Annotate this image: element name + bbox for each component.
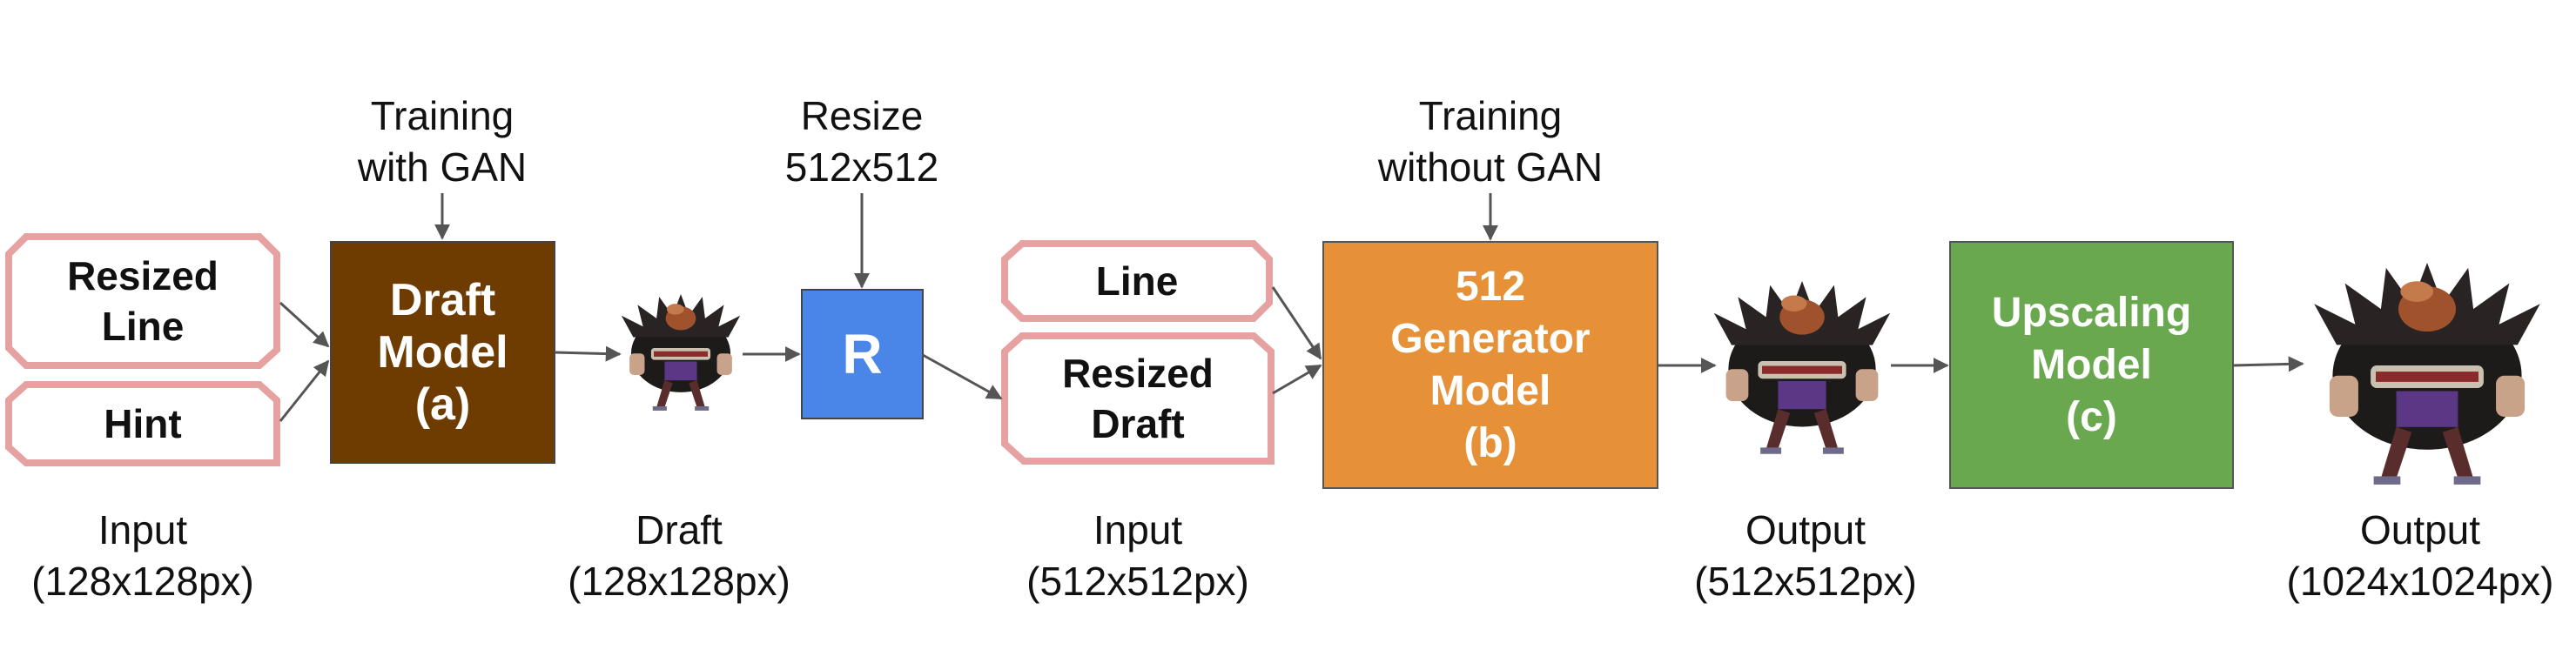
caption-input-small: Input (128x128px) [31, 507, 254, 604]
character-output-1024-thumbnail [2314, 263, 2540, 485]
arrow-draft-to-thumbnail [554, 345, 622, 362]
arrow-resized-line-to-draft [279, 301, 330, 348]
arrow-upscaling-to-output1024 [2232, 356, 2304, 372]
resized-draft-input-shape [1001, 332, 1275, 465]
caption-input-large: Input (512x512px) [1026, 507, 1249, 604]
character-draft-thumbnail [621, 294, 741, 411]
caption-draft: Draft (128x128px) [568, 507, 790, 604]
training-with-gan-annotation: Training with GAN [357, 93, 528, 190]
resize-op-label: R [842, 323, 883, 385]
resized-line-input-label: Resized Line [67, 253, 219, 349]
resize-annotation: Resize 512x512 [784, 93, 939, 190]
draft-model-box [330, 241, 555, 464]
caption-output-1024: Output (1024x1024px) [2286, 507, 2554, 604]
resized-draft-input-label: Resized Draft [1062, 351, 1214, 446]
hint-input-label: Hint [104, 401, 182, 446]
upscaling-model-label: Upscaling Model (c) [1991, 289, 2192, 440]
arrow-resized-draft-to-generator [1272, 364, 1322, 395]
arrow-line-to-generator [1271, 286, 1322, 360]
caption-output-512: Output (512x512px) [1694, 507, 1917, 604]
hint-input-shape [5, 381, 280, 466]
draft-model-label: Draft Model (a) [377, 275, 508, 430]
arrow-hint-to-draft [279, 359, 330, 422]
generator-model-label: 512 Generator Model (b) [1390, 263, 1591, 466]
arrow-resize-to-resized-draft [922, 353, 1003, 400]
resize-op-box [801, 289, 924, 419]
upscaling-model-box [1949, 241, 2234, 489]
line-input-shape [1001, 240, 1273, 322]
character-output-512-thumbnail [1713, 281, 1891, 454]
line-input-label: Line [1095, 258, 1179, 304]
training-without-gan-annotation: Training without GAN [1377, 93, 1604, 190]
resized-line-input-shape [5, 233, 280, 369]
